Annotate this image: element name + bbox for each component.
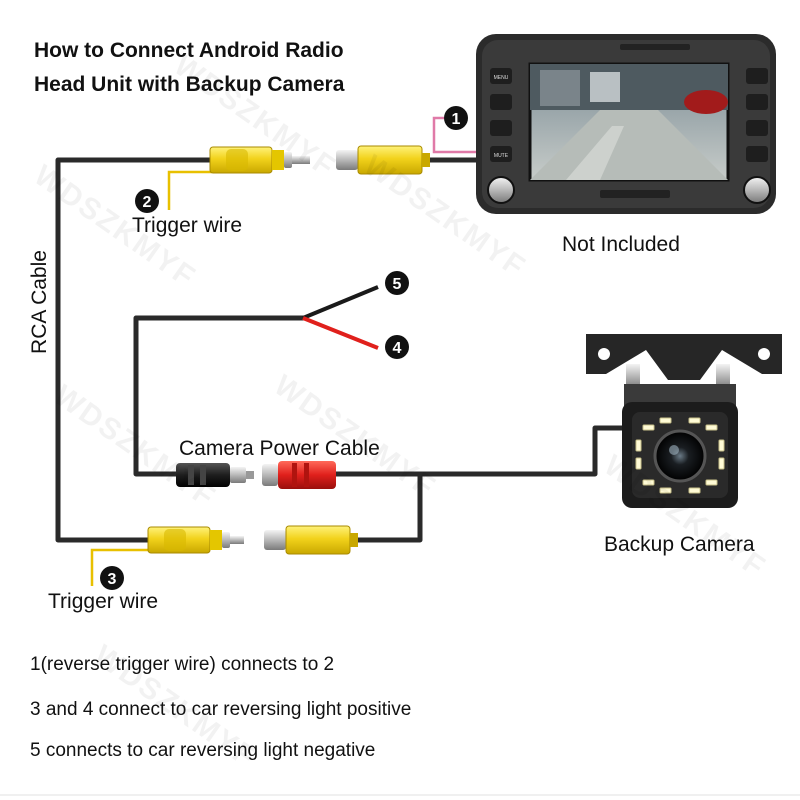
backup-camera-label: Backup Camera — [604, 533, 755, 556]
marker-4: 4 — [385, 335, 409, 359]
positive-wire-4 — [302, 316, 379, 350]
marker-1: 1 — [444, 106, 468, 130]
camera-power-cable-label: Camera Power Cable — [179, 437, 380, 460]
trigger-wire-3-lead — [90, 548, 150, 586]
reverse-trigger-wire-1 — [432, 116, 488, 154]
note-2: 3 and 4 connect to car reversing light p… — [30, 699, 412, 720]
head-unit-right-buttons — [746, 68, 768, 162]
rca-cable-wire — [55, 157, 212, 543]
camera-trunk-wire — [334, 425, 630, 543]
marker-2-label: 2 — [143, 194, 152, 211]
trigger-wire-2-label: Trigger wire — [132, 214, 243, 237]
volume-knob — [487, 176, 515, 204]
trigger-wire-3-label: Trigger wire — [48, 590, 159, 613]
rca-male-connector-bottom — [147, 526, 244, 554]
marker-5-label: 5 — [393, 276, 402, 293]
rca-female-connector-top — [336, 145, 430, 175]
title-line-2: Head Unit with Backup Camera — [34, 73, 345, 96]
marker-1-label: 1 — [452, 111, 461, 128]
wire-harness — [55, 157, 630, 543]
marker-4-label: 4 — [393, 340, 402, 357]
diagram-title: How to Connect Android Radio Head Unit w… — [34, 34, 344, 102]
marker-2: 2 — [135, 189, 159, 213]
note-3: 5 connects to car reversing light negati… — [30, 740, 376, 761]
rca-cable-label: RCA Cable — [27, 250, 51, 354]
power-cable-wire — [133, 315, 305, 477]
power-connector-red — [262, 461, 336, 489]
backup-camera — [586, 334, 782, 508]
camera-lens — [653, 429, 707, 483]
marker-5: 5 — [385, 271, 409, 295]
mute-button-label: MUTE — [494, 153, 509, 159]
rca-male-connector-top — [209, 146, 310, 174]
note-1: 1(reverse trigger wire) connects to 2 — [30, 654, 335, 675]
marker-3: 3 — [100, 566, 124, 590]
power-connector-black — [176, 463, 254, 487]
menu-button-label: MENU — [494, 75, 509, 81]
head-unit-left-buttons: MENU MUTE — [490, 68, 512, 162]
trigger-wire-2-lead — [167, 170, 212, 210]
camera-bracket — [586, 334, 782, 380]
not-included-label: Not Included — [562, 233, 680, 256]
negative-wire-5 — [302, 285, 379, 320]
camera-led-ring — [635, 417, 725, 494]
android-head-unit: MENU MUTE — [476, 34, 776, 214]
rca-female-connector-bottom — [264, 525, 358, 555]
marker-3-label: 3 — [108, 571, 117, 588]
title-line-1: How to Connect Android Radio — [34, 39, 344, 62]
tune-knob — [743, 176, 771, 204]
